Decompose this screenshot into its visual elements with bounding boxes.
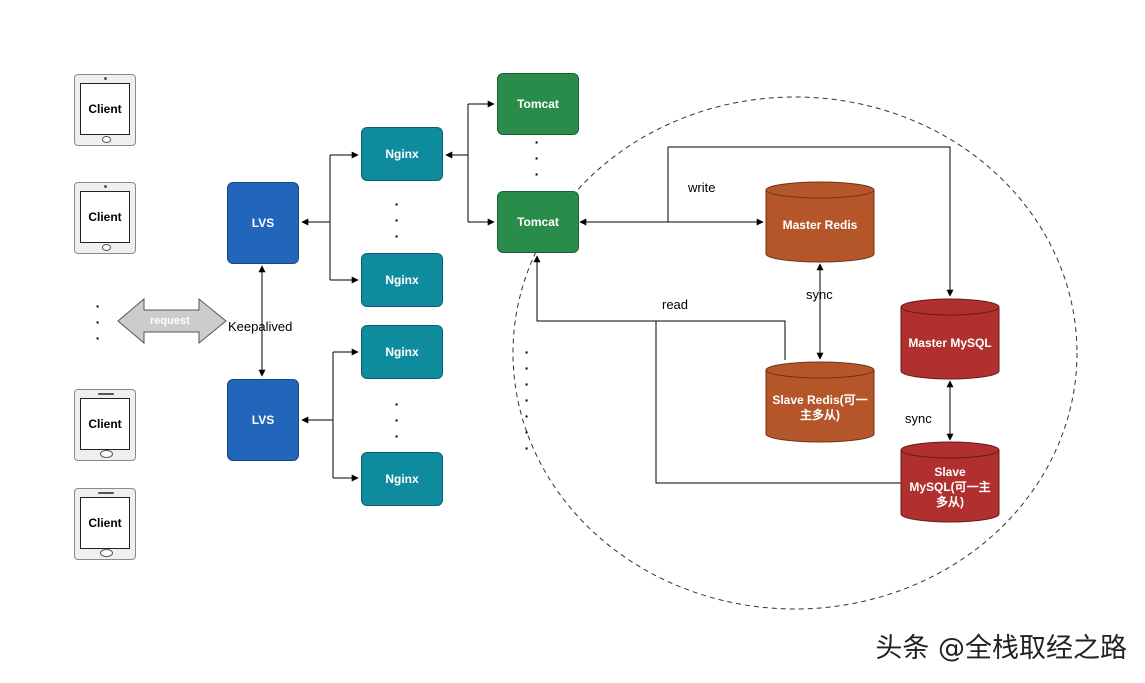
nginx-node: Nginx <box>361 127 443 181</box>
slave-redis-label-line: 主多从) <box>800 408 840 422</box>
home-button-icon <box>100 549 113 557</box>
camera-icon <box>104 185 107 188</box>
request-label: request <box>150 315 190 327</box>
camera-icon <box>104 77 107 80</box>
nginx-ellipsis: ··· <box>394 396 400 444</box>
master-mysql-cylinder <box>900 298 1000 380</box>
slave-mysql-label: Slave MySQL(可一主 多从) <box>901 465 999 510</box>
master-redis-cylinder <box>765 181 875 263</box>
lvs-node-backup: LVS <box>227 379 299 461</box>
keepalived-label: Keepalived <box>228 319 293 334</box>
slave-mysql-label-line: Slave <box>934 465 966 479</box>
tomcat-ellipsis: ··· <box>534 134 540 182</box>
client-label: Client <box>80 83 130 135</box>
read-path <box>533 255 786 360</box>
nginx-node: Nginx <box>361 325 443 379</box>
write-path <box>667 146 954 297</box>
slave-mysql-label-line: 多从) <box>936 495 964 509</box>
write-label: write <box>688 180 716 195</box>
client-label: Client <box>80 398 130 450</box>
client-label: Client <box>80 191 130 243</box>
tomcat-node: Tomcat <box>497 73 579 135</box>
request-arrow <box>117 297 227 345</box>
read-label: read <box>662 297 689 312</box>
client-label: Client <box>80 497 130 549</box>
client-device: Client <box>74 182 136 254</box>
home-button-icon <box>100 450 113 458</box>
client-device: Client <box>74 74 136 146</box>
lvs1-nginx-links <box>301 151 359 284</box>
slave-redis-cylinder <box>765 361 875 443</box>
lvs2-nginx-links <box>301 348 359 482</box>
client-device: Client <box>74 488 136 560</box>
watermark: 头条 @全栈取经之路 <box>875 633 1127 664</box>
nginx-tomcat-links <box>445 100 495 226</box>
lvs-node-primary: LVS <box>227 182 299 264</box>
client-device: Client <box>74 389 136 461</box>
slave-redis-label-line: Slave Redis(可一 <box>772 393 868 407</box>
client-ellipsis: ··· <box>95 298 101 346</box>
tomcat-ellipsis: ······· <box>524 344 530 456</box>
nginx-node: Nginx <box>361 452 443 506</box>
tomcat-node: Tomcat <box>497 191 579 253</box>
data-tier-boundary <box>512 96 1078 610</box>
speaker-icon <box>98 492 114 494</box>
read-path-mysql <box>655 321 901 484</box>
home-button-icon <box>102 136 111 143</box>
speaker-icon <box>98 393 114 395</box>
slave-mysql-label-line: MySQL(可一主 <box>909 480 991 494</box>
nginx-ellipsis: ··· <box>394 196 400 244</box>
slave-redis-label: Slave Redis(可一 主多从) <box>766 393 874 423</box>
slave-mysql-cylinder <box>900 441 1000 523</box>
master-redis-label: Master Redis <box>782 218 858 232</box>
nginx-node: Nginx <box>361 253 443 307</box>
home-button-icon <box>102 244 111 251</box>
master-mysql-label: Master MySQL <box>908 336 992 350</box>
redis-sync-label: sync <box>806 287 833 302</box>
mysql-sync-label: sync <box>905 411 932 426</box>
